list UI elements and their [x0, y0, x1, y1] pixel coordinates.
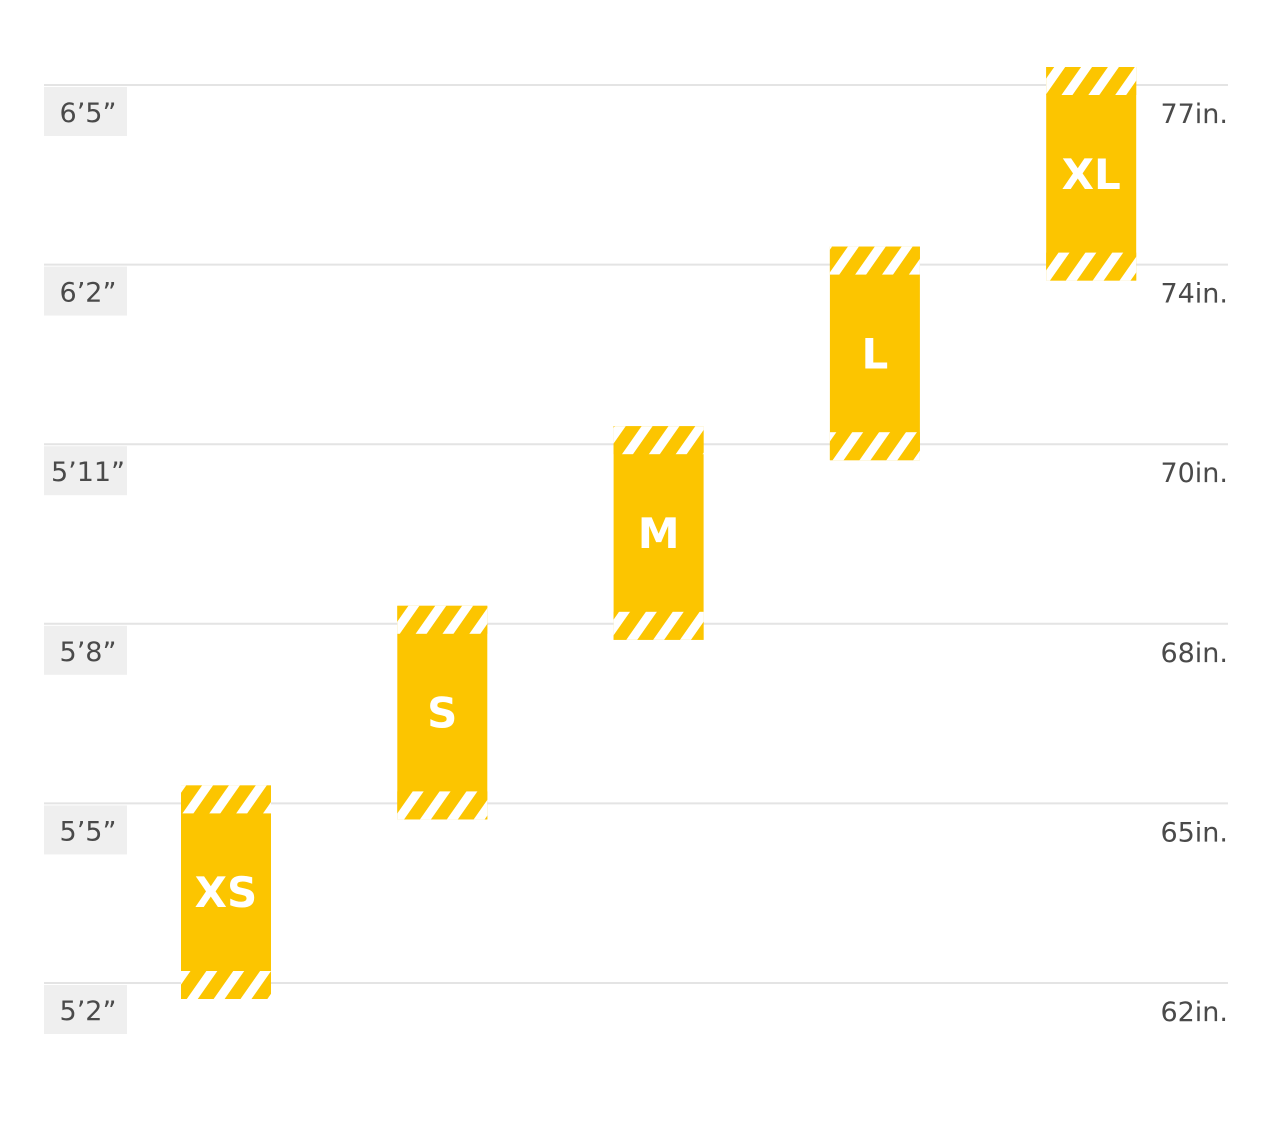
size-label: M [638, 509, 680, 558]
right-tick-label: 62in. [1160, 997, 1228, 1028]
size-bar-body [397, 605, 488, 820]
size-bars: XS S M L XL [181, 67, 1137, 999]
size-bar-top-stripes [613, 426, 704, 455]
left-tick-box [44, 625, 127, 675]
right-tick-label: 65in. [1160, 817, 1228, 848]
left-axis-labels: 6’5” 6’2” 5’11” 5’8” 5’5” 5’2” [44, 87, 127, 1034]
right-tick-label: 68in. [1160, 638, 1228, 669]
right-tick-label: 74in. [1160, 279, 1228, 310]
size-bar-body [613, 426, 704, 640]
right-axis-labels: 77in. 74in. 70in. 68in. 65in. 62in. [1160, 99, 1228, 1028]
size-bar-l: L [829, 246, 920, 461]
size-bar-bottom-stripes [181, 971, 271, 999]
size-label: XS [195, 868, 258, 917]
left-tick-label: 6’2” [60, 278, 117, 309]
size-bar-s: S [397, 605, 488, 820]
size-bar-bottom-stripes [1046, 252, 1137, 281]
left-tick-box [44, 805, 127, 855]
size-bar-top-stripes [1046, 67, 1137, 95]
left-tick-box [44, 87, 127, 136]
size-bar-bottom-stripes [613, 611, 704, 640]
left-tick-box [44, 446, 127, 496]
left-tick-label: 5’11” [51, 457, 125, 488]
size-bar-bottom-stripes [829, 432, 920, 461]
left-tick-label: 5’8” [60, 637, 117, 668]
size-bar-xs: XS [181, 785, 271, 999]
size-bar-top-stripes [829, 246, 920, 275]
size-bar-top-stripes [397, 605, 488, 634]
size-bar-bottom-stripes [397, 791, 488, 820]
left-tick-box [44, 266, 127, 316]
right-tick-label: 70in. [1160, 458, 1228, 489]
right-tick-label: 77in. [1160, 99, 1228, 130]
left-tick-label: 5’5” [60, 816, 117, 847]
size-label: S [427, 689, 457, 738]
size-bar-m: M [613, 426, 704, 640]
left-tick-label: 5’2” [60, 996, 117, 1027]
size-bar-body [1046, 67, 1137, 281]
size-bar-body [181, 785, 271, 999]
left-tick-box [44, 985, 127, 1034]
size-bar-body [829, 246, 920, 461]
size-label: L [862, 329, 889, 378]
size-bar-xl: XL [1046, 67, 1137, 281]
left-tick-label: 6’5” [60, 98, 117, 129]
size-bar-top-stripes [181, 785, 271, 814]
size-label: XL [1062, 150, 1121, 199]
